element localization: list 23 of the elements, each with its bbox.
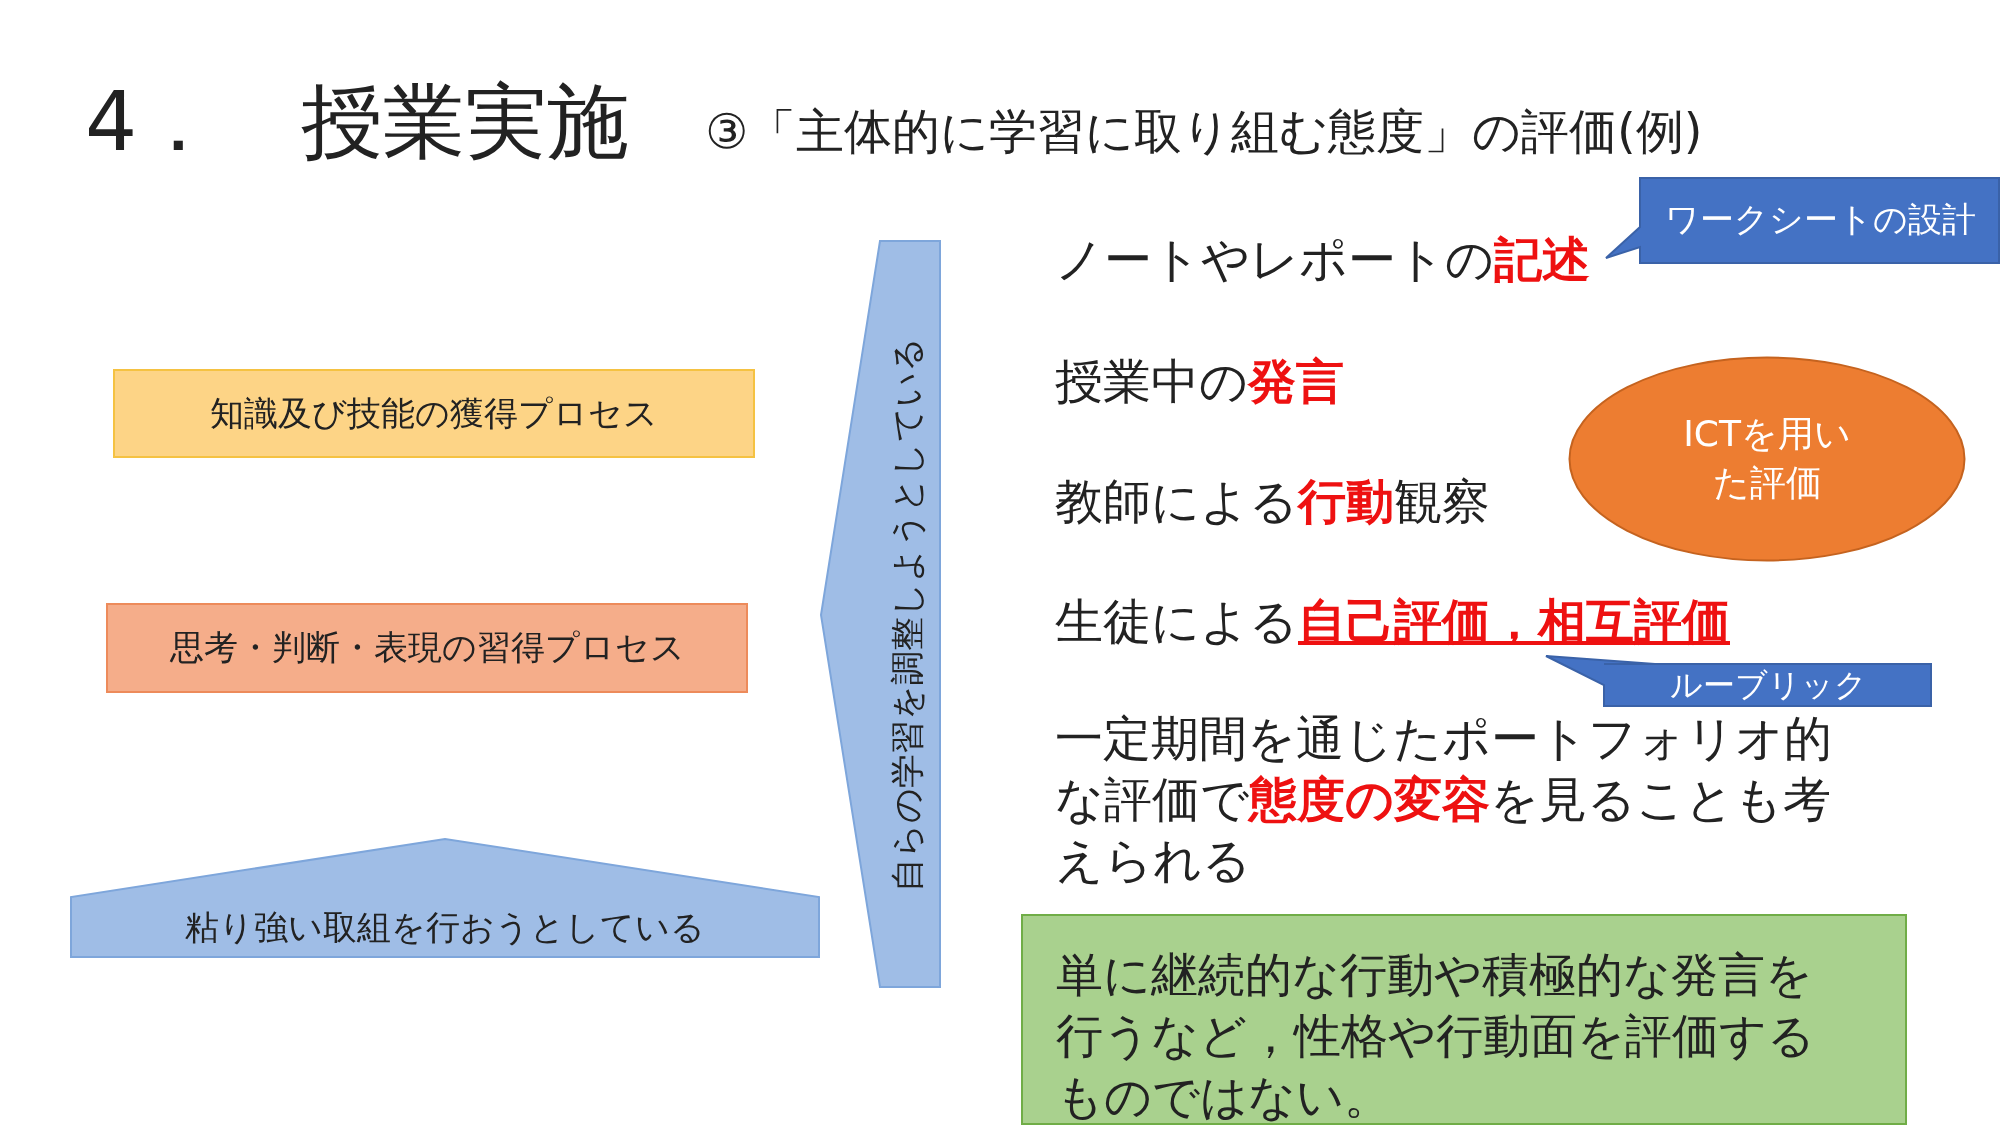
list-item: ノートやレポートの記述 <box>1055 230 1590 289</box>
process-box <box>106 603 748 693</box>
pentagon-arrow <box>70 838 820 958</box>
node-text: ワークシートの設計 <box>1663 198 1977 241</box>
node-text: 単に継続的な行動や積極的な発言を行うなど，性格や行動面を評価するものではない。 <box>1056 946 1816 1125</box>
list-item: 生徒による自己評価，相互評価 <box>1055 592 1730 651</box>
node-text: ICTを用いた評価 <box>1682 412 1852 505</box>
node-text: ルーブリック <box>1668 664 1868 706</box>
node-text: 粘り強い取組を行おうとしている <box>184 906 706 949</box>
ellipse-shape <box>1568 356 1966 562</box>
node-text: 知識及び技能の獲得プロセス <box>210 391 658 435</box>
note-box <box>1021 914 1907 1125</box>
process-box <box>113 369 755 458</box>
list-item: 一定期間を通じたポートフォリオ的な評価で態度の変容を見ることも考えられる <box>1055 709 1833 890</box>
node-text: 思考・判断・表現の習得プロセス <box>169 626 685 669</box>
node-text: 自らの学習を調整しようとしている <box>886 336 928 892</box>
speech-bubble <box>1605 177 2000 267</box>
list-item: 授業中の発言 <box>1055 352 1344 411</box>
list-item: 教師による行動観察 <box>1055 472 1490 531</box>
slide-title: 4． 授業実施 <box>85 73 630 171</box>
subtitle: ③「主体的に学習に取り組む態度」の評価(例) <box>705 102 1703 161</box>
pentagon-arrow <box>820 240 941 988</box>
speech-bubble <box>1545 655 1932 707</box>
